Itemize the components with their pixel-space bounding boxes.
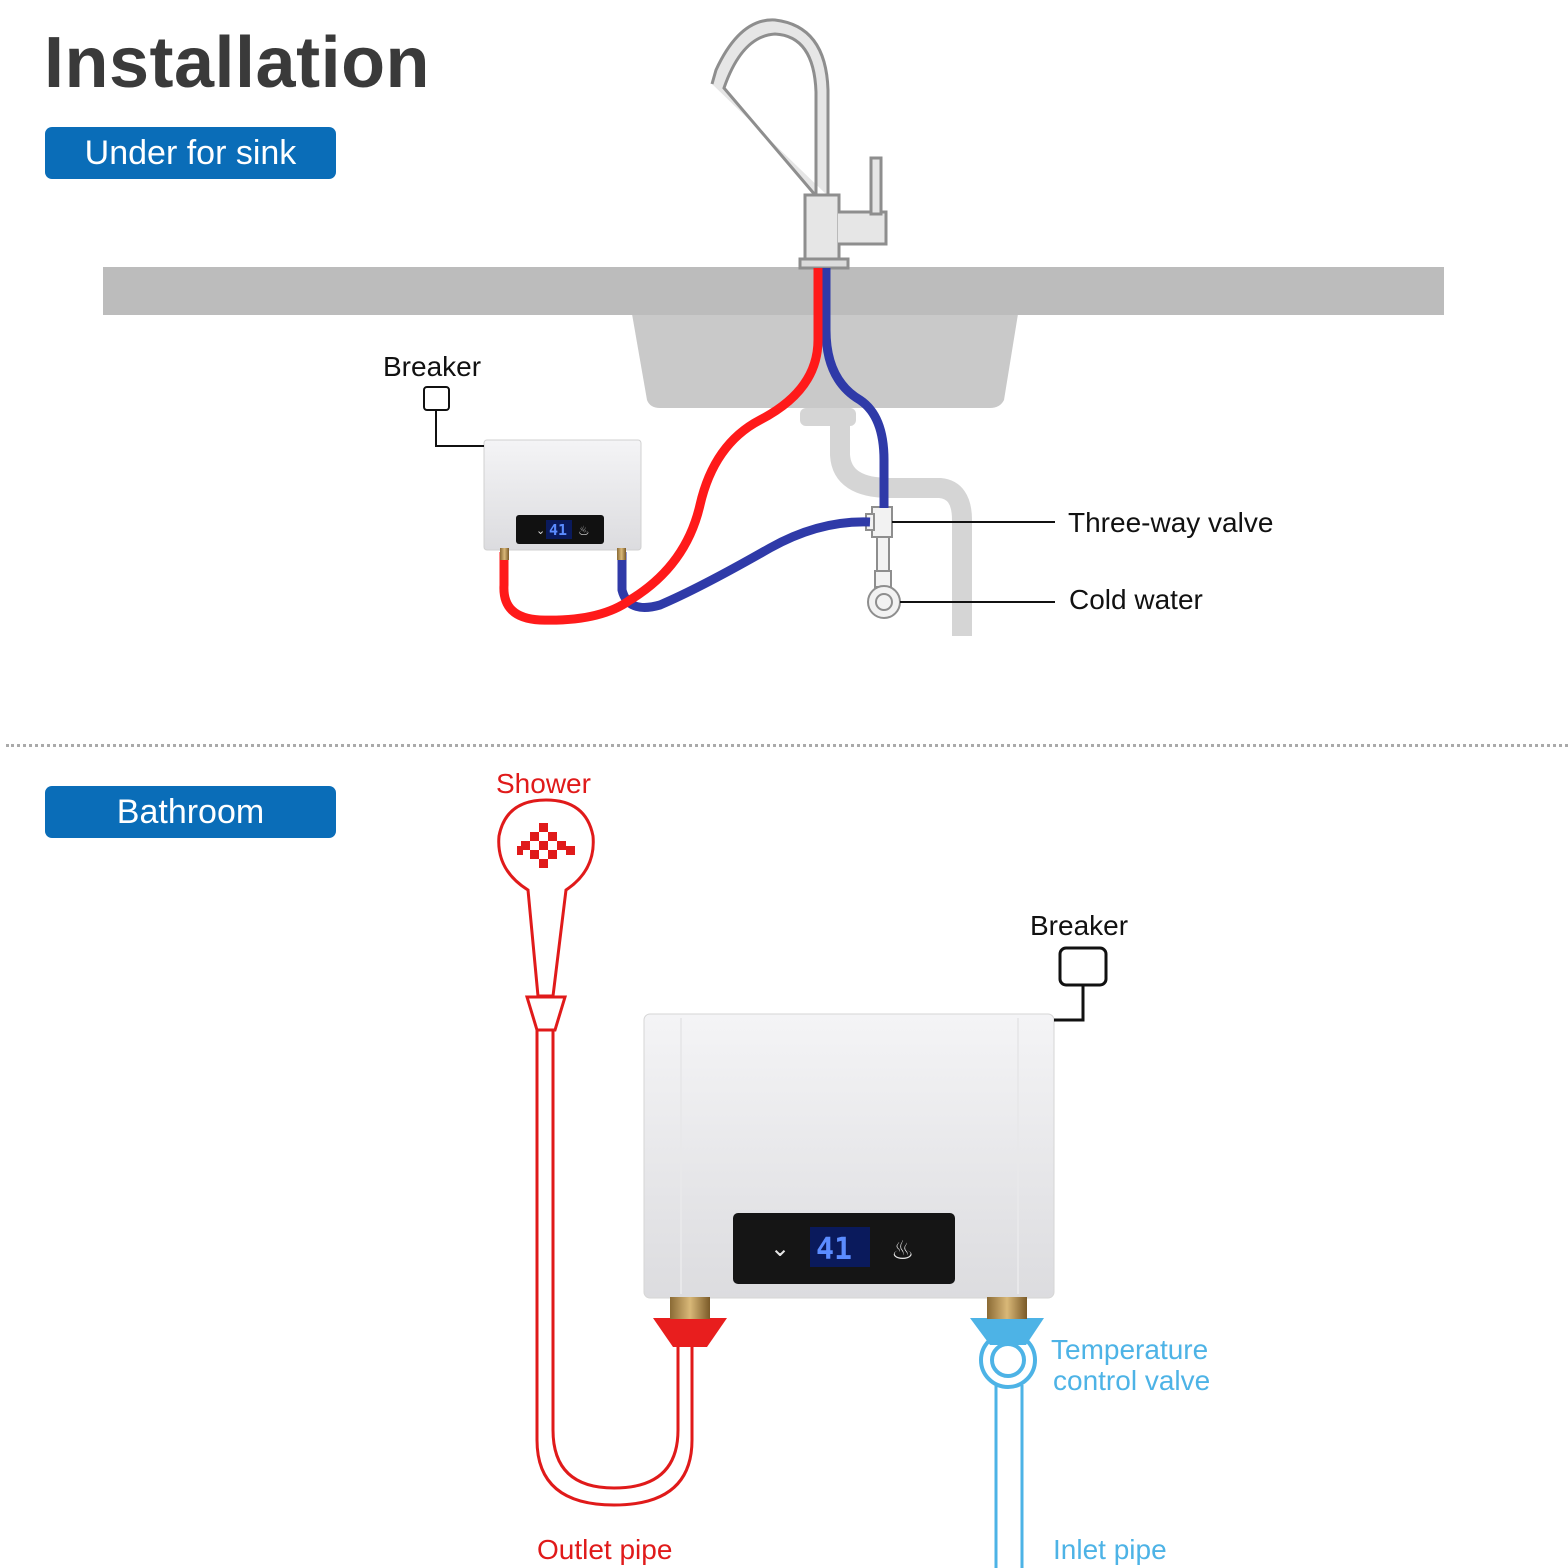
sink-heater: ⌄ 41 ♨ xyxy=(483,439,642,560)
section-badge-bathroom: Bathroom xyxy=(45,786,336,838)
water-drop-icon: ♨ xyxy=(578,524,590,539)
three-way-valve-label: Three-way valve xyxy=(1068,507,1274,538)
shower-label: Shower xyxy=(496,768,591,799)
sink-breaker-label: Breaker xyxy=(383,351,482,382)
inlet-pipe-label: Inlet pipe xyxy=(1053,1534,1167,1565)
bath-breaker-icon xyxy=(1058,946,1108,987)
hot-hose xyxy=(499,268,823,625)
section-divider xyxy=(6,744,1568,747)
bathroom-heater: ⌄ 41 ♨ xyxy=(643,1013,1055,1319)
bath-breaker-label: Breaker xyxy=(1030,910,1129,941)
cold-hose xyxy=(617,268,889,612)
three-way-valve xyxy=(865,506,901,619)
chevron-down-icon: ⌄ xyxy=(770,1234,790,1262)
sink-breaker-icon xyxy=(423,386,450,411)
temperature-valve-label-line2: control valve xyxy=(1053,1365,1211,1396)
inlet-fitting xyxy=(970,1318,1044,1345)
drain-pipe xyxy=(830,425,972,636)
faucet-icon xyxy=(710,18,888,270)
countertop xyxy=(103,267,1444,315)
shower-head-icon xyxy=(497,798,595,1032)
chevron-down-icon: ⌄ xyxy=(536,524,545,537)
sink-drain xyxy=(800,408,856,426)
sink-section: ⌄ 41 ♨ xyxy=(103,18,1444,636)
page-title: Installation xyxy=(44,23,431,103)
outlet-pipe-label: Outlet pipe xyxy=(537,1534,673,1565)
sink-heater-temp: 41 xyxy=(549,521,567,539)
sink-basin xyxy=(632,314,1018,408)
section-badge-sink: Under for sink xyxy=(45,127,336,179)
temperature-valve-label-line1: Temperature xyxy=(1051,1334,1209,1365)
outlet-fitting xyxy=(653,1318,727,1347)
bathroom-section: ⌄ 41 ♨ xyxy=(497,798,1108,1568)
bathroom-heater-temp: 41 xyxy=(816,1232,852,1267)
outlet-hose xyxy=(535,1030,694,1507)
water-drop-icon: ♨ xyxy=(891,1236,914,1266)
cold-water-label: Cold water xyxy=(1069,584,1203,615)
